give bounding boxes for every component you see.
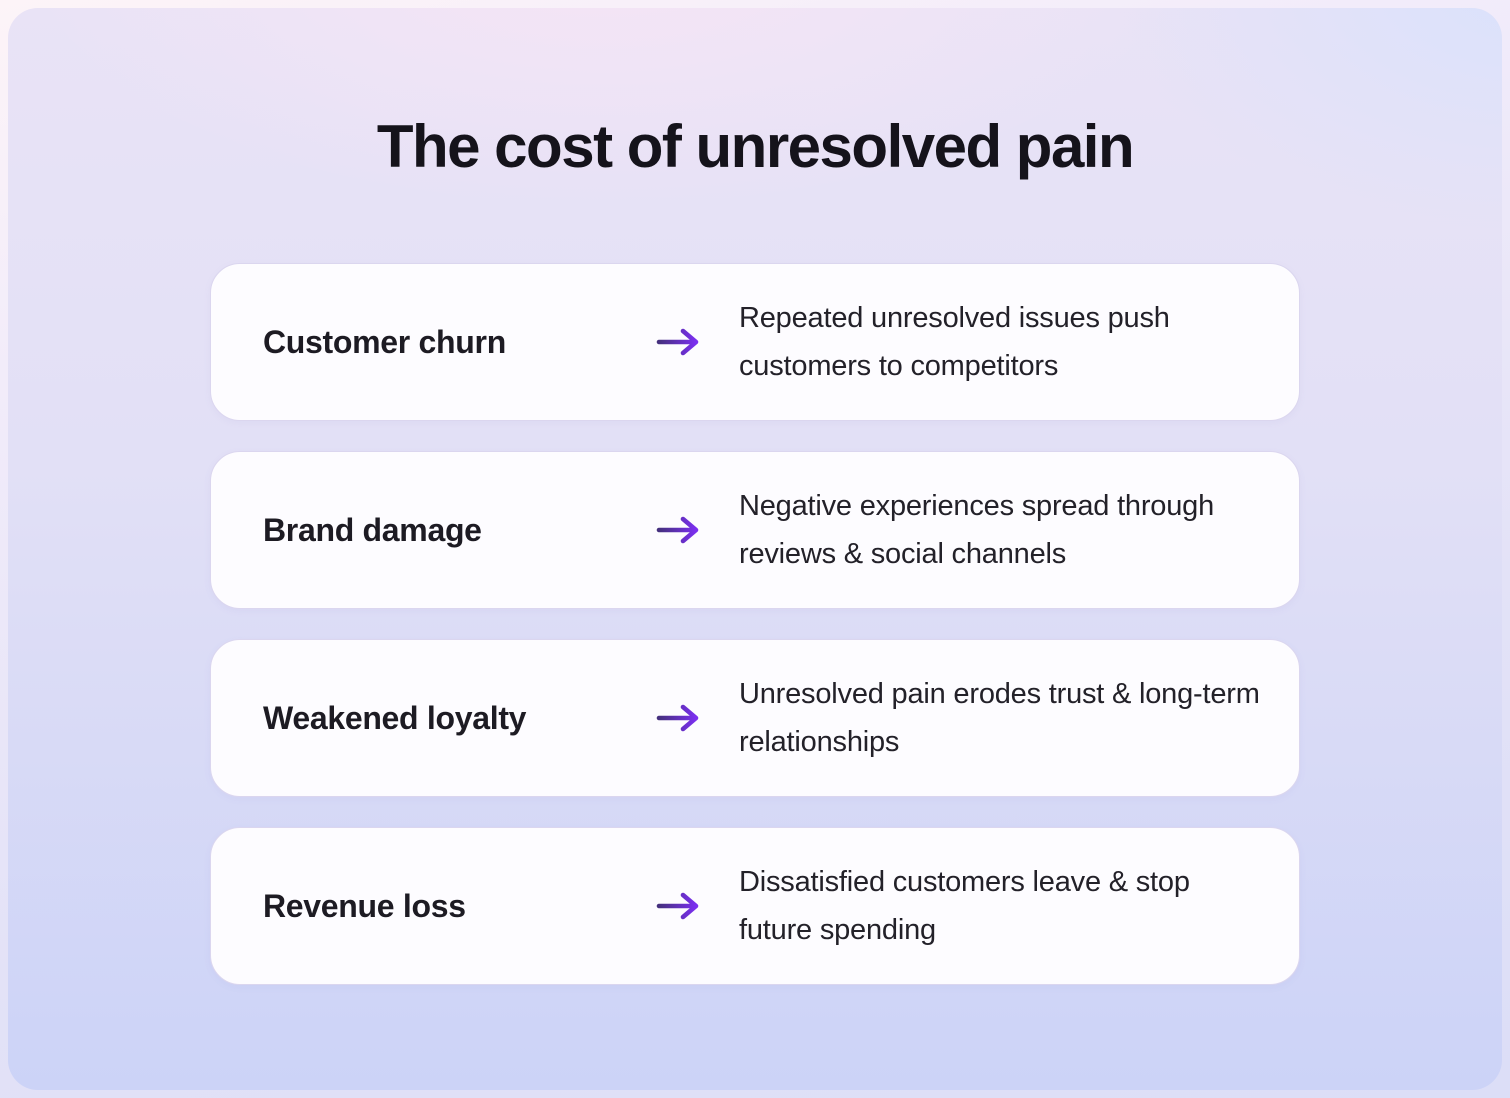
item-label: Brand damage — [263, 511, 482, 548]
item-label: Revenue loss — [263, 887, 466, 924]
cost-list: Customer churn Repeated unresolved issue… — [210, 263, 1300, 985]
item-label: Customer churn — [263, 323, 506, 360]
list-item-revenue-loss: Revenue loss Dissatisfied customers leav… — [210, 827, 1300, 985]
right-arrow-icon — [656, 703, 702, 733]
item-label: Weakened loyalty — [263, 699, 527, 736]
list-item-weakened-loyalty: Weakened loyalty Unresolved pain erodes … — [210, 639, 1300, 797]
page-title: The cost of unresolved pain — [376, 113, 1135, 180]
right-arrow-icon — [656, 515, 702, 545]
item-description: Repeated unresolved issues push customer… — [739, 302, 1170, 382]
item-description: Negative experiences spread through revi… — [739, 490, 1215, 570]
list-item-customer-churn: Customer churn Repeated unresolved issue… — [210, 263, 1300, 421]
list-item-brand-damage: Brand damage Negative experiences spread… — [210, 451, 1300, 609]
right-arrow-icon — [656, 891, 702, 921]
item-description: Unresolved pain erodes trust & long-term… — [739, 678, 1260, 758]
item-description: Dissatisfied customers leave & stop futu… — [739, 866, 1190, 946]
right-arrow-icon — [656, 327, 702, 357]
